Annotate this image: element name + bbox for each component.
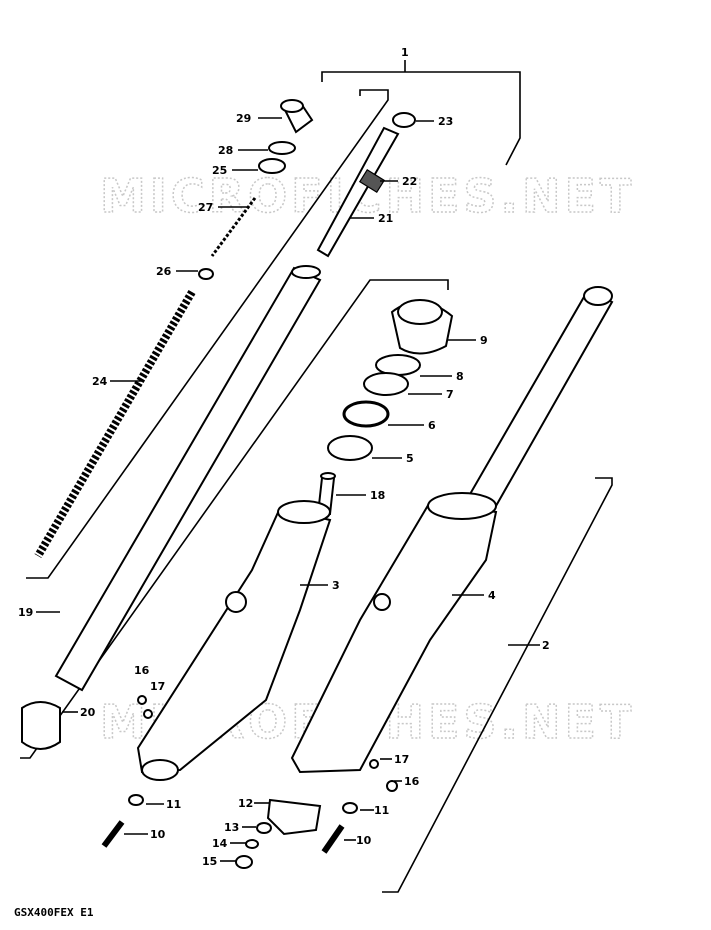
washer-part [198, 268, 214, 280]
assembly-bracket-3 [20, 279, 449, 759]
callout-7: 7 [446, 388, 454, 401]
leader-lines [36, 117, 540, 862]
assembly-bracket-1 [321, 60, 521, 166]
fork-spring-part [34, 289, 196, 559]
bolt-10-right-part [321, 824, 345, 854]
bolt-10-left-part [101, 820, 125, 848]
screw-16-right-part [386, 780, 398, 792]
model-code: GSX400FEX E1 [14, 906, 94, 919]
callout-3: 3 [332, 579, 340, 592]
o-ring-part [268, 141, 296, 155]
callout-28: 28 [218, 144, 233, 157]
rod-ring-part [358, 168, 386, 194]
callout-22: 22 [402, 175, 417, 188]
callout-21: 21 [378, 212, 393, 225]
oil-seal-part [342, 400, 390, 428]
washer-seal-part [363, 372, 409, 396]
fork-tube-part [460, 288, 614, 522]
cap-bolt-part [280, 99, 314, 134]
outer-tube-right-part [290, 500, 498, 774]
callout-26: 26 [156, 265, 172, 278]
callout-18: 18 [370, 489, 385, 502]
callout-27: 27 [198, 201, 213, 214]
callout-5: 5 [406, 452, 414, 465]
callout-1: 1 [401, 46, 409, 59]
callout-13: 13 [224, 821, 239, 834]
callout-23: 23 [438, 115, 453, 128]
nut-11-right-part [342, 802, 358, 814]
callout-2: 2 [542, 639, 550, 652]
bushing-part [21, 701, 61, 750]
outer-tube-left-part [136, 506, 332, 774]
callout-16-left: 16 [134, 664, 150, 677]
axle-holder-part [266, 798, 322, 836]
callout-16-right: 16 [404, 775, 420, 788]
screw-17-right-part [369, 759, 379, 769]
callout-24: 24 [92, 375, 108, 388]
callout-6: 6 [428, 419, 436, 432]
callout-20: 20 [80, 706, 96, 719]
spacer-part [258, 158, 286, 174]
callout-4: 4 [488, 589, 496, 602]
callout-19: 19 [18, 606, 33, 619]
washer-14-part [245, 839, 259, 849]
callout-10-right: 10 [356, 834, 372, 847]
callout-29: 29 [236, 112, 251, 125]
callout-8: 8 [456, 370, 464, 383]
washer-13-part [256, 822, 272, 834]
assembly-bracket-2 [382, 477, 613, 893]
nut-11-left-part [128, 794, 144, 806]
callout-17-right: 17 [394, 753, 409, 766]
screw-16-left-part [137, 695, 147, 705]
stopper-ring-part [375, 354, 421, 376]
damper-rod-part [316, 126, 400, 258]
callout-9: 9 [480, 334, 488, 347]
guide-bushing-part [327, 435, 373, 461]
nut-15-part [235, 855, 253, 869]
callout-12: 12 [238, 797, 253, 810]
callout-11-left: 11 [166, 798, 181, 811]
callout-15: 15 [202, 855, 217, 868]
callout-11-right: 11 [374, 804, 389, 817]
callout-25: 25 [212, 164, 227, 177]
callout-14: 14 [212, 837, 228, 850]
rod-cap-part [392, 112, 416, 128]
callout-10-left: 10 [150, 828, 166, 841]
callout-17-left: 17 [150, 680, 165, 693]
assembly-bracket-inner [26, 89, 389, 579]
screw-17-left-part [143, 709, 153, 719]
